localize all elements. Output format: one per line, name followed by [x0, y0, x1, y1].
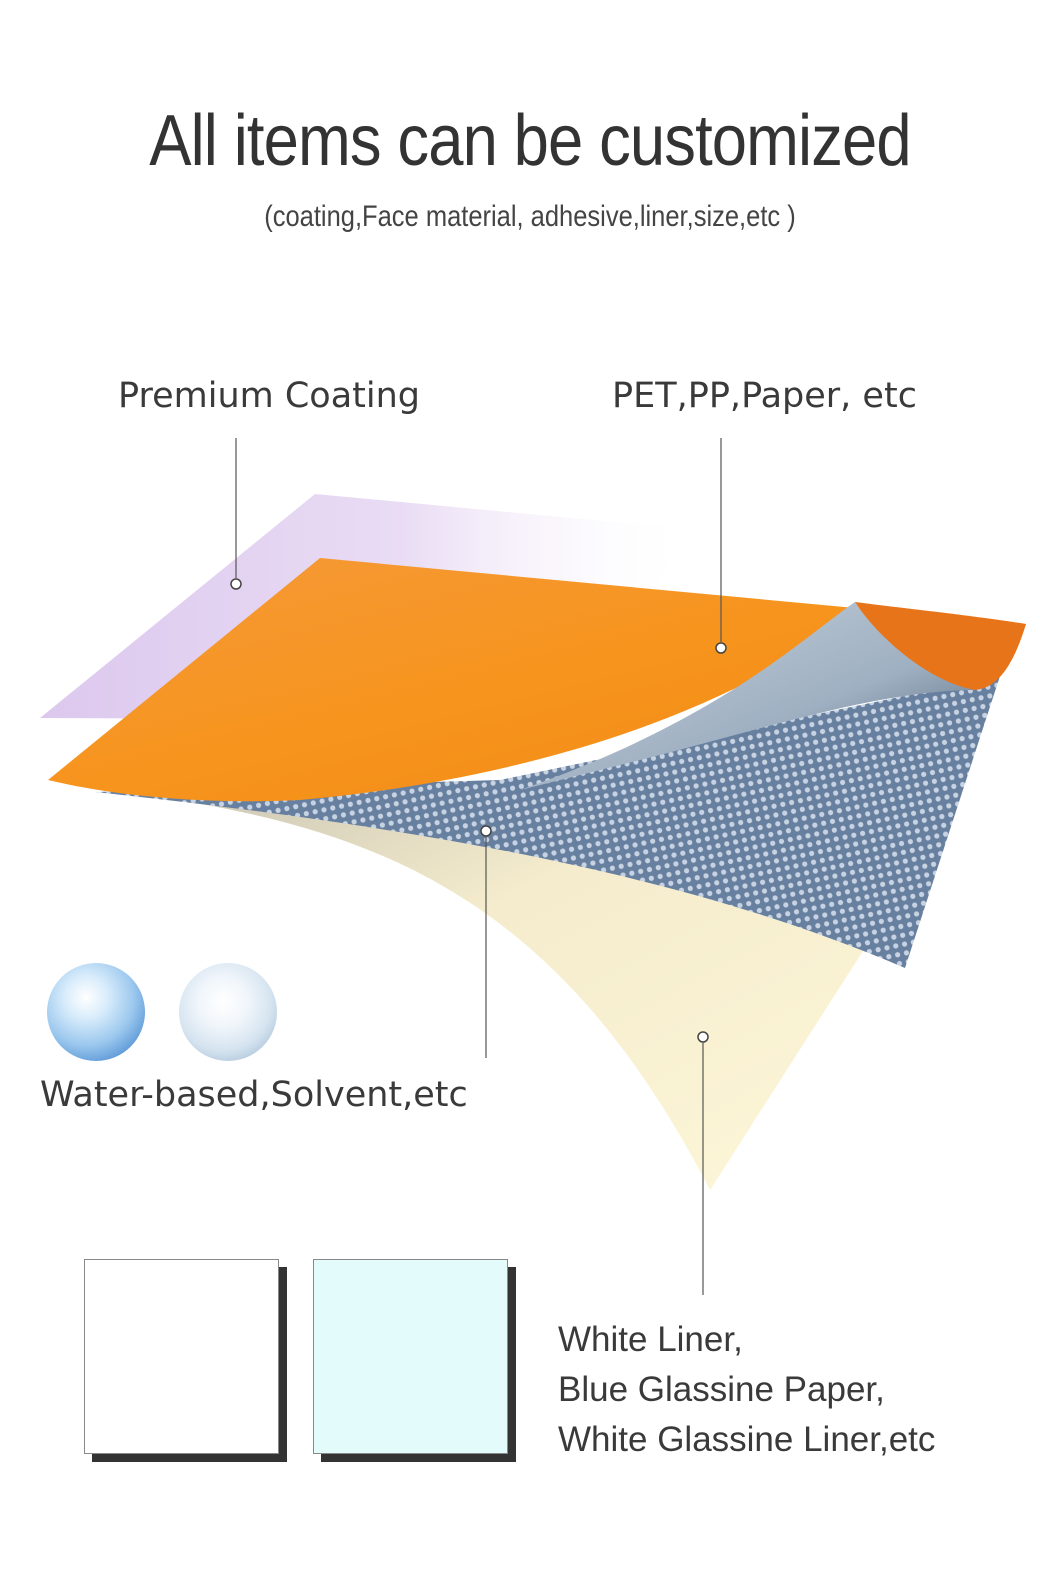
- liner-label-block: White Liner, Blue Glassine Paper, White …: [558, 1315, 935, 1465]
- face-curl: [520, 602, 975, 790]
- liner-label-line: Blue Glassine Paper,: [558, 1370, 885, 1409]
- liner-label-line: White Liner,: [558, 1320, 743, 1359]
- solvent-droplet-icon: [179, 963, 277, 1061]
- adhesive-label: Water-based,Solvent,etc: [40, 1075, 468, 1115]
- face-curl-tip: [855, 602, 1026, 690]
- adhesive-layer: [95, 676, 1000, 968]
- face-layer: [48, 558, 1026, 802]
- white-liner-swatch: [84, 1259, 279, 1454]
- page-title: All items can be customized: [149, 101, 911, 181]
- blue-glassine-swatch: [313, 1259, 508, 1454]
- coating-label: Premium Coating: [118, 376, 421, 416]
- liner-label-line: White Glassine Liner,etc: [558, 1420, 936, 1459]
- face-material-label: PET,PP,Paper, etc: [612, 376, 917, 416]
- water-droplet-icon: [47, 963, 145, 1061]
- page-subtitle: (coating,Face material, adhesive,liner,s…: [264, 200, 796, 233]
